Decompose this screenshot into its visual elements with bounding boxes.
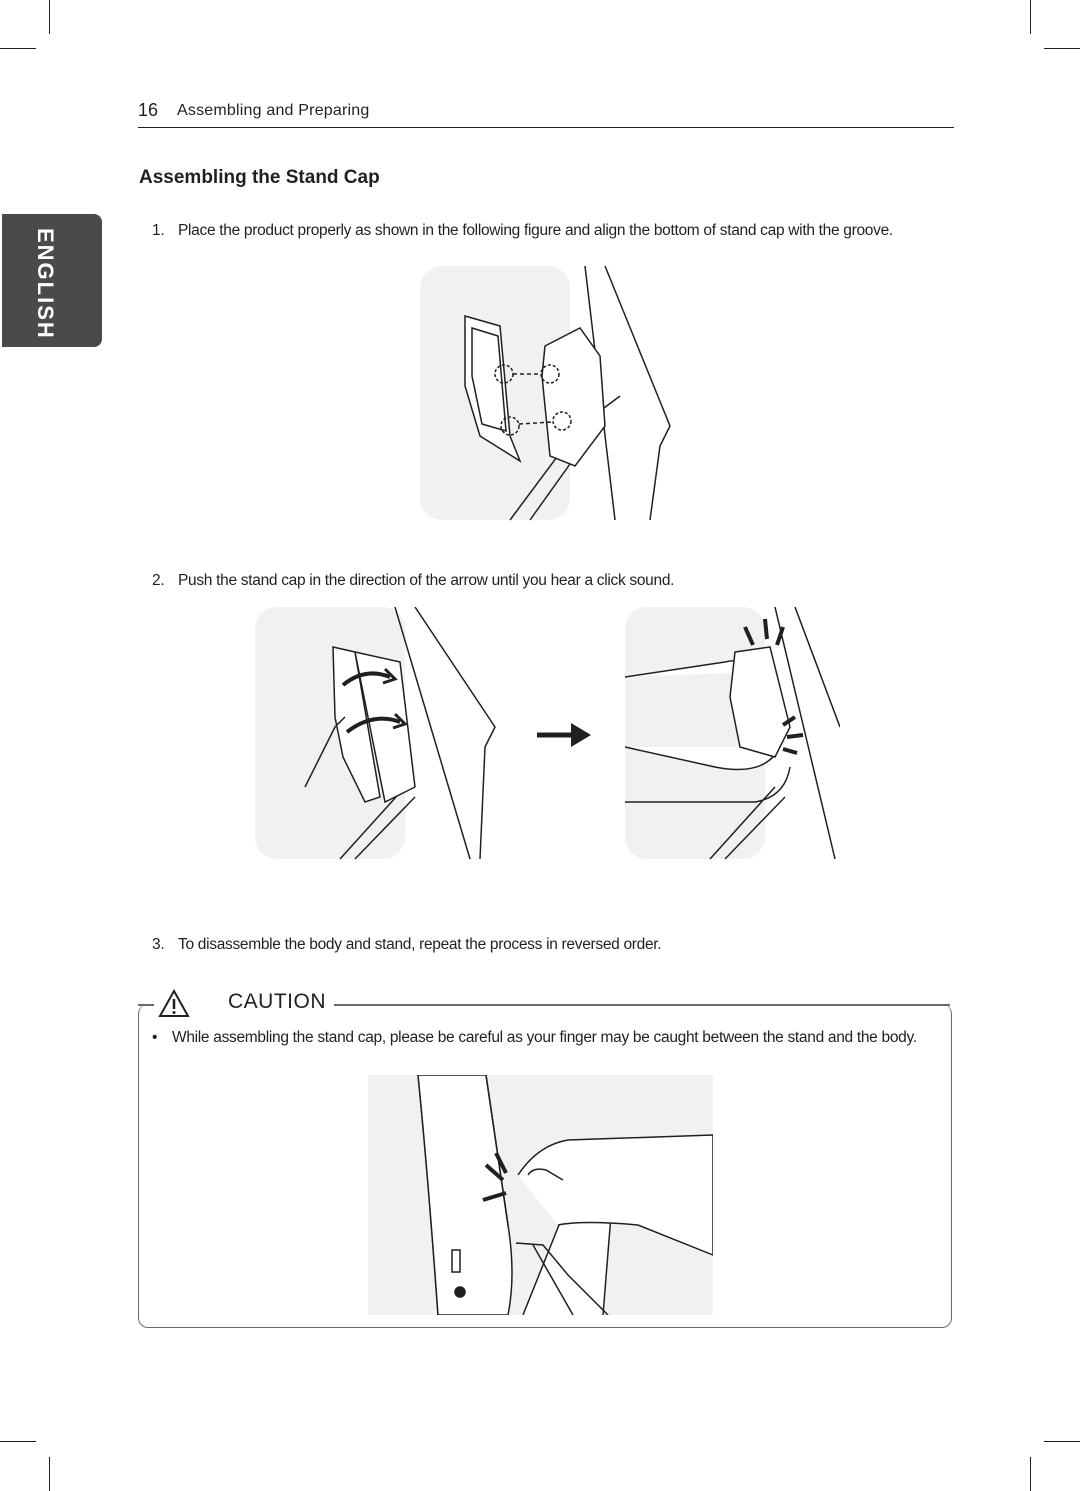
bullet-symbol: • [152,1029,158,1046]
right-arrow-icon [537,723,591,747]
step-number: 3. [152,936,165,953]
crop-mark [49,1457,50,1491]
caution-rule [312,1004,950,1006]
language-tab-label: ENGLISH [33,228,58,340]
crop-mark [1030,1457,1031,1491]
header-rule [138,127,954,128]
caution-bullet: • While assembling the stand cap, please… [152,1026,932,1050]
step-3: 3. To disassemble the body and stand, rep… [152,936,662,954]
page-number: 16 [138,100,159,120]
figure-push-stand-cap [255,607,500,861]
section-title: Assembling the Stand Cap [139,167,380,188]
crop-mark [1044,1441,1080,1442]
crop-mark [1030,0,1031,34]
language-tab: ENGLISH [2,214,102,347]
step-number: 1. [152,222,165,239]
figure-stand-cap-click [625,607,840,861]
crop-mark [1044,48,1080,49]
step-1: 1. Place the product properly as shown in… [152,222,893,240]
running-header: Assembling and Preparing [177,102,370,119]
caution-label: CAUTION [228,990,334,1014]
step-text: Push the stand cap in the direction of t… [178,572,675,589]
crop-mark [49,0,50,34]
step-2: 2. Push the stand cap in the direction of… [152,572,674,590]
caution-bullet-text: While assembling the stand cap, please b… [172,1029,917,1046]
caution-rule [138,1004,154,1006]
step-text: To disassemble the body and stand, repea… [178,936,662,953]
step-number: 2. [152,572,165,589]
step-text: Place the product properly as shown in t… [178,222,893,239]
warning-triangle-icon [158,988,222,1020]
figure-finger-caught [368,1075,713,1315]
crop-mark [0,48,36,49]
caution-box [138,1004,952,1328]
crop-mark [0,1441,36,1442]
figure-align-stand-cap [420,266,680,522]
